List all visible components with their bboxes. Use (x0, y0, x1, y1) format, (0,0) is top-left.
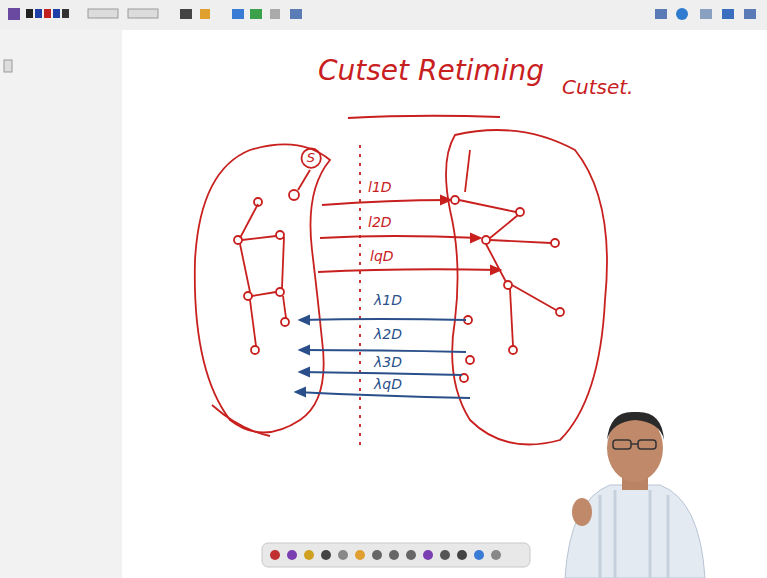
pen-toolbar (262, 543, 530, 567)
backward-edges (296, 316, 470, 398)
forward-edges (318, 196, 500, 274)
node-text: S (300, 147, 322, 165)
side-margin (0, 0, 122, 578)
presenter-video (565, 412, 705, 578)
delay-label: λ2D (372, 327, 404, 342)
source-node-circle: S (300, 147, 322, 169)
delay-label: λ3D (372, 355, 404, 370)
cutset-note: Cutset. (560, 76, 635, 98)
delay-label: l2D (366, 215, 394, 230)
delay-label: l1D (366, 180, 394, 195)
delay-label: λ1D (372, 293, 404, 308)
toolbar (0, 0, 767, 30)
title: Cutset Retiming (318, 56, 544, 87)
delay-label: λqD (372, 377, 404, 392)
title-underline (348, 116, 500, 118)
delay-label: lqD (368, 249, 396, 264)
graph-sketch (195, 130, 607, 450)
